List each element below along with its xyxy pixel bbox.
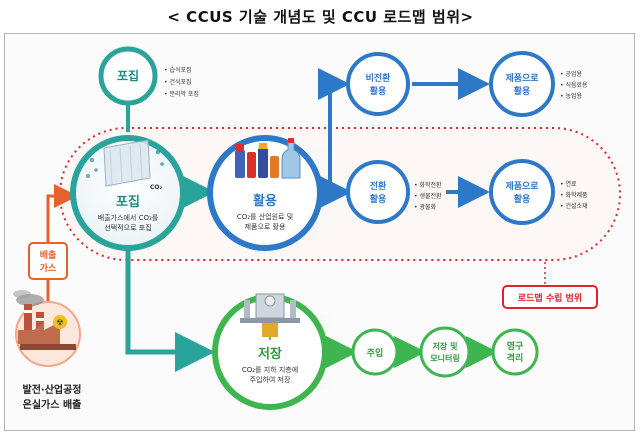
product-top-label: 활용	[514, 85, 531, 97]
storage-step-isolation: 영구 격리	[491, 328, 539, 376]
storage-platform-icon	[240, 293, 300, 340]
emission-source-label: 발전·산업공정	[23, 383, 82, 396]
svg-text:☢: ☢	[56, 318, 63, 327]
nonconversion-label: 비전환	[366, 72, 392, 84]
storage-step-label: 영구	[507, 340, 524, 352]
capture-main-node: CO₂ 포집 배출가스에서 CO₂를 선택적으로 포집	[70, 135, 186, 251]
product-mid-node: 제품으로 활용	[489, 159, 555, 225]
nonconversion-node: 비전환 활용	[346, 52, 410, 116]
capture-method-item: • 분리막 포집	[164, 90, 199, 98]
product-mid-item: • 연료	[560, 180, 577, 188]
product-mid-label: 제품으로	[505, 180, 539, 192]
capture-top-node: 포집	[98, 46, 158, 106]
conversion-node: 전환 활용	[346, 160, 410, 224]
capture-method-list: • 습식포집 • 건식포집 • 분리막 포집	[164, 66, 199, 98]
storage-step-label: 저장 및	[433, 341, 458, 351]
co2-molecule-label: CO₂	[150, 184, 163, 191]
utilization-desc: 제품으로 활용	[245, 222, 286, 231]
storage-step-label: 격리	[507, 352, 524, 364]
storage-node: 저장 CO₂를 지하 지층에 주입하여 저장	[212, 293, 328, 410]
capture-main-desc: 선택적으로 포집	[104, 223, 151, 232]
storage-label: 저장	[258, 346, 282, 362]
product-mid-list: • 연료 • 화학제품 • 건설소재	[560, 180, 588, 210]
conversion-label: 활용	[370, 193, 387, 205]
page-title: < CCUS 기술 개념도 및 CCU 로드맵 범위>	[167, 8, 474, 26]
capture-main-desc: 배출가스에서 CO₂를	[98, 213, 159, 222]
conversion-method-item: • 화학전환	[414, 181, 442, 189]
product-mid-item: • 건설소재	[560, 202, 588, 210]
conversion-method-item: • 광물화	[414, 204, 436, 211]
capture-method-item: • 건식포집	[164, 78, 192, 86]
storage-desc: CO₂를 지하 지층에	[242, 365, 298, 374]
capture-to-storage-arrow	[125, 250, 215, 372]
storage-step-label: 모니터링	[430, 353, 459, 363]
storage-desc: 주입하여 저장	[250, 375, 291, 384]
utilization-to-nonconversion-arrow	[318, 68, 350, 192]
emission-gas-tag: 배출 가스	[28, 242, 68, 280]
factory-icon: ☢	[13, 290, 76, 350]
utilization-label: 활용	[253, 193, 277, 209]
product-top-item: • 농업용	[560, 92, 582, 100]
conversion-method-list: • 화학전환 • 생물전환 • 광물화	[414, 181, 442, 211]
product-mid-item: • 화학제품	[560, 191, 588, 199]
conversion-label: 전환	[370, 180, 387, 192]
product-top-list: • 공업용 • 식음료용 • 농업용	[560, 70, 588, 100]
products-icon	[235, 138, 301, 179]
capture-top-label: 포집	[117, 68, 139, 83]
emission-source-node: ☢	[13, 290, 81, 367]
roadmap-scope-badge: 로드맵 수립 범위	[502, 285, 598, 309]
storage-step-label: 주입	[367, 347, 384, 359]
utilization-desc: CO₂를 산업원료 및	[237, 212, 293, 221]
conversion-method-item: • 생물전환	[414, 192, 442, 200]
membrane-icon	[86, 139, 164, 187]
emission-tag-label: 가스	[40, 262, 57, 274]
emission-tag-label: 배출	[40, 249, 57, 261]
storage-step-monitoring: 저장 및 모니터링	[419, 326, 471, 378]
product-top-label: 제품으로	[505, 72, 539, 84]
nonconversion-label: 활용	[370, 85, 387, 97]
product-top-item: • 공업용	[560, 70, 582, 78]
product-top-node: 제품으로 활용	[489, 51, 555, 117]
emission-source-caption: 발전·산업공정 온실가스 배출	[23, 383, 82, 411]
emission-source-label: 온실가스 배출	[23, 398, 82, 411]
product-mid-label: 활용	[514, 193, 531, 205]
capture-method-item: • 습식포집	[164, 66, 192, 74]
utilization-node: 활용 CO₂를 산업원료 및 제품으로 활용	[207, 135, 323, 251]
product-top-item: • 식음료용	[560, 81, 588, 89]
storage-step-injection: 주입	[351, 328, 399, 376]
capture-main-label: 포집	[116, 195, 140, 210]
roadmap-scope-label: 로드맵 수립 범위	[518, 292, 582, 304]
